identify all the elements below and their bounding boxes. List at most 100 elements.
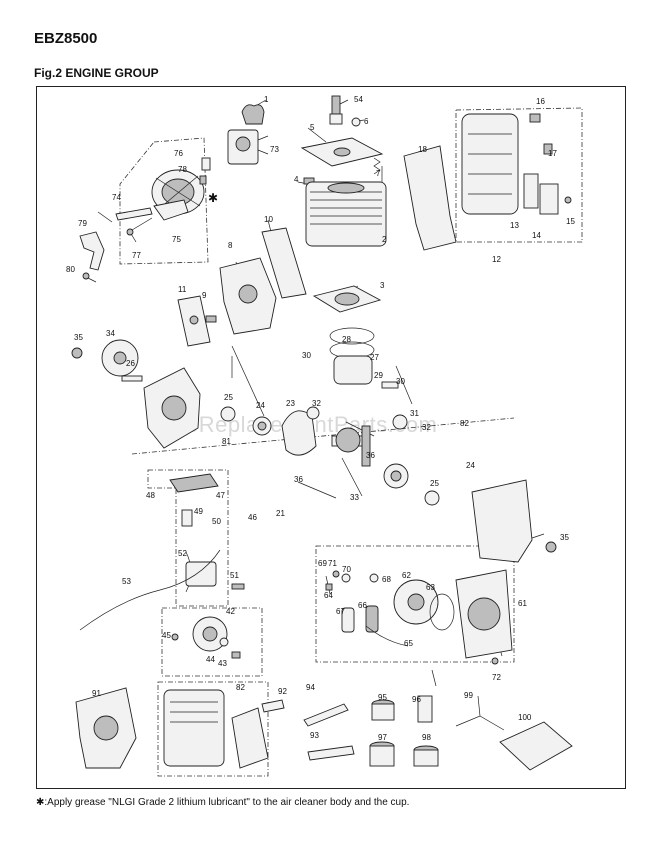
callout-100: 100 [518, 713, 532, 722]
callout-54: 54 [354, 95, 363, 104]
part-25-seal [220, 406, 236, 422]
callout-63: 63 [426, 583, 435, 592]
part-72-screw [491, 657, 499, 665]
part-66-pawl [365, 605, 379, 633]
part-47-coil-cover [169, 473, 219, 493]
part-97-bushing [417, 695, 433, 723]
callout-47: 47 [216, 491, 225, 500]
footnote: ✱:Apply grease "NLGI Grade 2 lithium lub… [36, 797, 410, 808]
callout-82: 82 [460, 419, 469, 428]
part-54-spark-plug [329, 95, 343, 125]
part-24-bearing-right [383, 463, 409, 489]
callout-18: 18 [418, 145, 427, 154]
part-74-pipe [115, 207, 153, 221]
callout-numbers: 1234567891011121314151617182123242425252… [66, 95, 575, 742]
callout-4: 4 [294, 175, 299, 184]
part-95-tool [303, 703, 349, 727]
group-outline-46 [147, 469, 229, 607]
callout-77: 77 [132, 251, 141, 260]
callout-26: 26 [126, 359, 135, 368]
callout-62: 62 [402, 571, 411, 580]
part-17-bolt [543, 143, 553, 155]
callout-3: 3 [380, 281, 385, 290]
callout-98: 98 [422, 733, 431, 742]
callout-33: 33 [350, 493, 359, 502]
callout-25: 25 [224, 393, 233, 402]
part-2-cylinder [305, 181, 387, 247]
callout-50: 50 [212, 517, 221, 526]
part-35-nut-right [545, 541, 557, 553]
callout-71: 71 [328, 559, 337, 568]
callout-49: 49 [194, 507, 203, 516]
callout-72: 72 [492, 673, 501, 682]
figure-title: Fig.2 ENGINE GROUP [34, 66, 159, 80]
callout-24: 24 [256, 401, 265, 410]
callout-68: 68 [382, 575, 391, 584]
part-3-gasket [312, 285, 382, 313]
part-14-cover [539, 183, 559, 215]
part-67-pawl [341, 607, 355, 633]
callout-61: 61 [518, 599, 527, 608]
callout-35: 35 [560, 533, 569, 542]
callout-70: 70 [342, 565, 351, 574]
callout-21: 21 [276, 509, 285, 518]
part-92-crankcase [75, 687, 137, 769]
part-1-grommet [241, 104, 265, 125]
part-51-bolt [231, 583, 245, 590]
part-53-lead [79, 549, 221, 631]
callout-81: 81 [222, 437, 231, 446]
callout-74: 74 [112, 193, 121, 202]
callout-51: 51 [230, 571, 239, 580]
part-98-damper [369, 741, 395, 767]
part-42-clutch [192, 616, 228, 652]
group-outline-61 [315, 545, 515, 663]
callout-64: 64 [324, 591, 333, 600]
callout-43: 43 [218, 659, 227, 668]
part-79-screw [199, 175, 207, 185]
part-65-rope [365, 625, 409, 647]
callout-95: 95 [378, 693, 387, 702]
callout-79: 79 [78, 219, 87, 228]
part-71-washer [332, 570, 340, 578]
part-13-gasket [523, 173, 539, 209]
part-99-damper [413, 745, 439, 767]
part-26-pin [121, 375, 143, 382]
callout-9: 9 [202, 291, 207, 300]
part-44-washer [219, 637, 229, 647]
callout-99: 99 [464, 691, 473, 700]
callout-93: 93 [310, 731, 319, 740]
callout-2: 2 [382, 235, 387, 244]
callout-67: 67 [336, 607, 345, 616]
callout-15: 15 [566, 217, 575, 226]
group-outline-91 [157, 681, 269, 777]
callout-52: 52 [178, 549, 187, 558]
part-77-bolt [201, 157, 211, 171]
callout-6: 6 [364, 117, 369, 126]
callout-29: 29 [374, 371, 383, 380]
group-outline-75 [119, 137, 209, 265]
model-title: EBZ8500 [34, 30, 98, 47]
callout-91: 91 [92, 689, 101, 698]
part-25-seal-right [424, 490, 440, 506]
callout-24: 24 [466, 461, 475, 470]
callout-11: 11 [178, 285, 187, 294]
part-11-insulator [177, 295, 211, 347]
part-32-seal [306, 406, 320, 420]
callout-46: 46 [248, 513, 257, 522]
grease-mark: ✱ [208, 191, 218, 205]
part-100-wrench [455, 695, 505, 731]
callout-66: 66 [358, 601, 367, 610]
part-62-reel [393, 579, 439, 625]
callout-73: 73 [270, 145, 279, 154]
callout-12: 12 [492, 255, 501, 264]
callout-7: 7 [376, 169, 381, 178]
callout-45: 45 [162, 631, 171, 640]
callout-97: 97 [378, 733, 387, 742]
part-5-cover [300, 137, 384, 167]
callout-76: 76 [174, 149, 183, 158]
callout-32: 32 [422, 423, 431, 432]
part-9-bolt [205, 315, 217, 323]
callout-65: 65 [404, 639, 413, 648]
callout-10: 10 [264, 215, 273, 224]
callout-17: 17 [548, 149, 557, 158]
